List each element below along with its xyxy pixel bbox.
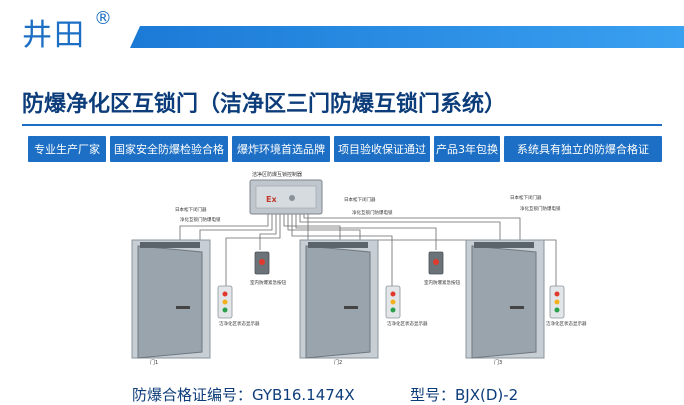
brand-logo: 井田 <box>22 18 86 53</box>
emergency-label: 室内防爆紧急按钮 <box>424 279 460 286</box>
lock-label: 净化互锁门防爆电锁 <box>352 209 393 216</box>
model-number: 型号：BJX(D)-2 <box>410 386 519 404</box>
controller-label: 洁净区防爆互锁控制器 <box>252 171 302 178</box>
lock-label: 净化互锁门防爆电锁 <box>520 205 561 212</box>
indicator-label: 洁净化区状态显示器 <box>546 320 587 327</box>
controller-box: Ex 洁净区防爆互锁控制器 <box>249 171 323 215</box>
registered-mark: ® <box>94 8 112 29</box>
emergency-button-2: 室内防爆紧急按钮 <box>424 251 460 286</box>
title-divider <box>22 124 662 126</box>
feature-tag: 产品3年包换 <box>434 136 500 162</box>
closer-label: 日本松下闭门器 <box>175 206 207 213</box>
door-label: 门2 <box>334 359 342 366</box>
header-banner <box>130 26 684 48</box>
closer-label: 日本松下闭门器 <box>344 196 376 203</box>
feature-tag: 专业生产厂家 <box>28 136 106 162</box>
door-label: 门1 <box>150 359 158 366</box>
feature-tags: 专业生产厂家 国家安全防爆检验合格 爆炸环境首选品牌 项目验收保证通过 产品3年… <box>28 136 662 162</box>
feature-tag: 爆炸环境首选品牌 <box>232 136 330 162</box>
page-title: 防爆净化区互锁门（洁净区三门防爆互锁门系统） <box>22 92 507 117</box>
emergency-label: 室内防爆紧急按钮 <box>250 279 286 286</box>
feature-tag: 项目验收保证通过 <box>334 136 430 162</box>
ex-mark: Ex <box>266 195 277 204</box>
door-unit-1: 门1 日本松下闭门器 净化互锁门防爆电锁 洁净化区状态显示器 <box>131 206 260 366</box>
cert-number: 防爆合格证编号：GYB16.1474X <box>132 386 355 404</box>
indicator-label: 洁净化区状态显示器 <box>219 320 260 327</box>
indicator-label: 洁净化区状态显示器 <box>387 320 428 327</box>
lock-label: 净化互锁门防爆电锁 <box>180 216 221 223</box>
door-unit-3: 门3 日本松下闭门器 净化互锁门防爆电锁 洁净化区状态显示器 <box>465 194 587 366</box>
door-unit-2: 门2 日本松下闭门器 净化互锁门防爆电锁 洁净化区状态显示器 <box>299 196 428 366</box>
door-label: 门3 <box>494 359 502 366</box>
wiring <box>179 214 557 286</box>
closer-label: 日本松下闭门器 <box>510 194 542 201</box>
emergency-button-1: 室内防爆紧急按钮 <box>250 251 286 286</box>
feature-tag: 系统具有独立的防爆合格证 <box>504 136 662 162</box>
feature-tag: 国家安全防爆检验合格 <box>110 136 228 162</box>
